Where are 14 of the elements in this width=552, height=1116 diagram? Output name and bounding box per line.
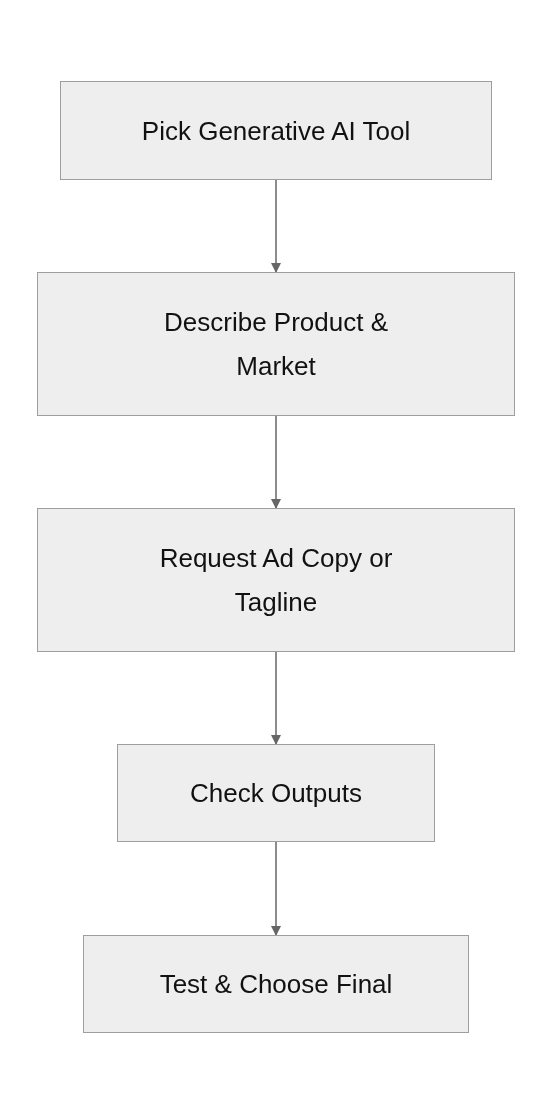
process-box	[37, 272, 515, 416]
process-box	[60, 81, 492, 180]
process-box	[83, 935, 469, 1033]
step-label: Test & Choose Final	[159, 968, 393, 1001]
arrow	[271, 651, 281, 745]
process-box	[37, 508, 515, 652]
step-label: Check Outputs	[190, 777, 362, 810]
step-label: Pick Generative AI Tool	[141, 114, 411, 148]
arrow	[271, 841, 281, 936]
step-label: Describe Product & Market	[163, 306, 389, 383]
arrow	[271, 415, 281, 509]
step-label: Request Ad Copy or Tagline	[158, 542, 394, 619]
arrow	[271, 179, 281, 273]
process-box	[117, 744, 435, 842]
